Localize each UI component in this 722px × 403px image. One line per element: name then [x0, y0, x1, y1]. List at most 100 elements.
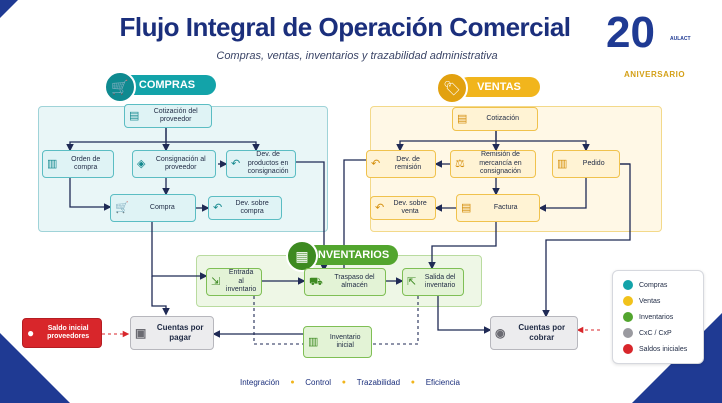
legend-item: Compras [623, 279, 667, 291]
document-icon: ▤ [457, 112, 468, 125]
node-label: Inventario inicial [329, 333, 361, 349]
inventarios-label: INVENTARIOS [306, 245, 398, 265]
legend-label: Ventas [639, 297, 661, 305]
node-cuentas-pagar[interactable]: ▣ Cuentas por pagar [130, 316, 214, 350]
cart-icon: 🛒 [115, 201, 129, 214]
node-label: Cotización [486, 114, 520, 122]
node-consignacion-proveedor[interactable]: ◈ Consignación al proveedor [132, 150, 216, 178]
edge-compra-cxp [151, 276, 170, 316]
node-cotizacion[interactable]: ▤ Cotización [452, 107, 538, 131]
node-salida-inventario[interactable]: ⇱ Salida del inventario [402, 268, 464, 296]
legend-label: Inventarios [639, 313, 674, 321]
legend-label: CxC / CxP [639, 329, 672, 337]
node-label: Cuentas por cobrar [518, 323, 566, 342]
node-pedido[interactable]: ▥ Pedido [552, 150, 620, 178]
tag-icon: 🏷 [436, 72, 468, 104]
node-traspaso-almacen[interactable]: ⛟ Traspaso del almacén [304, 268, 386, 296]
node-factura[interactable]: ▤ Factura [456, 194, 540, 222]
footer-item: Eficiencia [425, 378, 460, 387]
edge-compra-entrada [151, 222, 208, 280]
edge-dashed-entrada-inicial [253, 296, 303, 345]
node-orden-compra[interactable]: ▥ Orden de compra [42, 150, 114, 178]
undo-icon: ↶ [213, 201, 223, 214]
node-label: Factura [493, 203, 518, 211]
node-cotizacion-proveedor[interactable]: ▤ Cotización del proveedor [124, 104, 212, 128]
node-label: Dev. sobre compra [235, 199, 269, 215]
truck-icon: ⛟ [309, 275, 323, 288]
legend-label: Saldos iniciales [639, 345, 688, 353]
user-icon: ● [27, 326, 35, 340]
ventas-label: VENTAS [458, 77, 540, 97]
legend-label: Compras [639, 281, 668, 289]
clipboard-icon: ▥ [308, 335, 319, 348]
document-icon: ▤ [129, 109, 140, 122]
box-icon: ◈ [137, 157, 146, 170]
exit-icon: ⇱ [407, 275, 417, 288]
node-label: Dev. de productos en consignación [247, 151, 289, 176]
compras-label: COMPRAS [118, 75, 216, 95]
node-dev-venta[interactable]: ↶ Dev. sobre venta [370, 196, 436, 220]
footer-values: Integración ● Control ● Trazabilidad ● E… [240, 378, 460, 387]
node-compra[interactable]: 🛒 Compra [110, 194, 196, 222]
boxes-icon: ▦ [286, 240, 318, 272]
undo-icon: ↶ [371, 157, 381, 170]
node-label: Pedido [582, 159, 605, 167]
legend-item: Ventas [623, 295, 660, 307]
logo-brand: AULACT [670, 36, 691, 42]
node-dev-remision[interactable]: ↶ Dev. de remisión [366, 150, 436, 178]
node-inventario-inicial[interactable]: ▥ Inventario inicial [303, 326, 372, 358]
edge-pedido-factura [538, 178, 587, 212]
edge-cot-pedido [496, 140, 590, 152]
edge-devrem-inventario [343, 159, 366, 270]
logo-number: 20 [606, 8, 655, 57]
user-icon: ◉ [495, 326, 506, 340]
clipboard-icon: ▥ [557, 157, 568, 170]
undo-icon: ↶ [375, 201, 385, 214]
legend-dot [623, 344, 633, 354]
cart-icon: 🛒 [104, 71, 136, 103]
legend-dot [623, 312, 633, 322]
node-dev-consignacion[interactable]: ↶ Dev. de productos en consignación [226, 150, 296, 178]
node-entrada-inventario[interactable]: ⇲ Entrada al inventario [206, 268, 262, 296]
invoice-icon: ▤ [461, 201, 472, 214]
edge-orden-compra [69, 178, 112, 211]
node-dev-compra[interactable]: ↶ Dev. sobre compra [208, 196, 282, 220]
node-label: Entrada al inventario [225, 269, 257, 294]
footer-item: Integración [240, 378, 280, 387]
node-label: Saldo inicial proveedores [47, 324, 90, 340]
node-label: Orden de compra [71, 155, 101, 171]
edge-dashed-salida-inicial [372, 296, 419, 345]
clipboard-icon: ▥ [47, 157, 58, 170]
node-label: Cotización del proveedor [153, 107, 198, 123]
node-label: Dev. sobre venta [393, 199, 427, 215]
page-subtitle: Compras, ventas, inventarios y trazabili… [216, 50, 498, 62]
corner-decoration-top-left [0, 0, 18, 18]
logo-caption: ANIVERSARIO [624, 70, 686, 79]
dolly-icon: ⚖ [455, 157, 465, 170]
node-label: Compra [149, 203, 175, 211]
footer-item: Control [305, 378, 332, 387]
node-label: Consignación al proveedor [155, 155, 206, 171]
legend: Compras Ventas Inventarios CxC / CxP Sal… [612, 270, 704, 364]
edge-cotizacion-orden [66, 128, 167, 152]
node-label: Dev. de remisión [394, 155, 422, 171]
node-cuentas-cobrar[interactable]: ◉ Cuentas por cobrar [490, 316, 578, 350]
legend-item: Inventarios [623, 311, 673, 323]
node-saldo-proveedores[interactable]: ● Saldo inicial proveedores [22, 318, 102, 348]
edge-cot-devrem [396, 131, 497, 152]
node-label: Salida del inventario [424, 273, 456, 289]
footer-separator: ● [290, 379, 295, 386]
undo-icon: ↶ [231, 157, 241, 170]
legend-dot [623, 296, 633, 306]
edge-cotizacion-devcons [166, 141, 260, 152]
footer-separator: ● [341, 379, 347, 386]
node-remision-consignacion[interactable]: ⚖ Remisión de mercancía en consignación [450, 150, 536, 178]
legend-item: CxC / CxP [623, 327, 672, 339]
legend-dot [623, 328, 633, 338]
node-label: Traspaso del almacén [334, 273, 375, 289]
wallet-icon: ▣ [135, 326, 147, 340]
node-label: Remisión de mercancía en consignación [479, 151, 522, 176]
legend-dot [623, 280, 633, 290]
